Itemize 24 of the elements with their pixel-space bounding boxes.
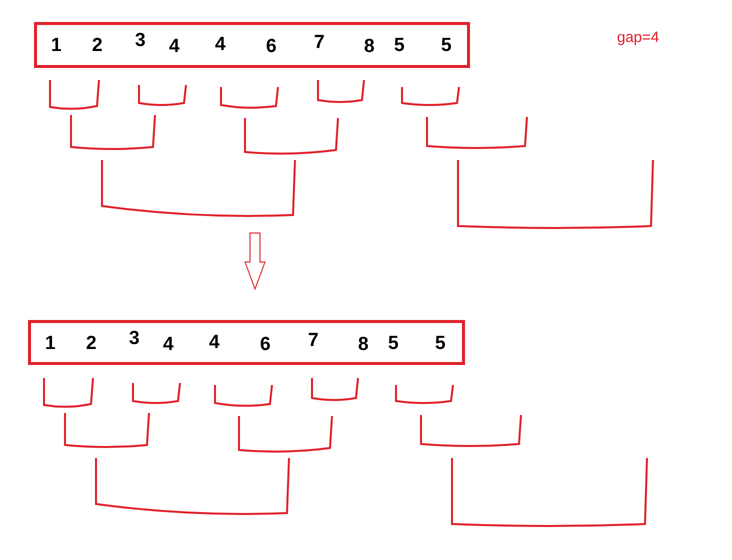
- array-value: 1: [51, 36, 62, 56]
- array-value: 6: [266, 37, 277, 57]
- array-box: [28, 320, 465, 365]
- array-value: 7: [314, 33, 325, 53]
- array-value: 2: [92, 36, 103, 56]
- array-value: 4: [163, 335, 174, 355]
- array-value: 4: [215, 35, 226, 55]
- array-value: 6: [260, 335, 271, 355]
- array-value: 8: [358, 335, 369, 355]
- array-value: 3: [129, 329, 140, 349]
- array-value: 1: [45, 334, 56, 354]
- array-value: 5: [441, 36, 452, 56]
- array-value: 5: [435, 334, 446, 354]
- array-box: [34, 22, 470, 68]
- gap-note: gap=4: [617, 29, 660, 46]
- array-value: 3: [135, 31, 146, 51]
- arrow: [244, 232, 266, 290]
- array-value: 5: [394, 36, 405, 56]
- array-value: 4: [169, 37, 180, 57]
- array-value: 2: [86, 334, 97, 354]
- array-value: 8: [364, 37, 375, 57]
- array-value: 5: [388, 334, 399, 354]
- array-value: 7: [308, 331, 319, 351]
- array-value: 4: [209, 333, 220, 353]
